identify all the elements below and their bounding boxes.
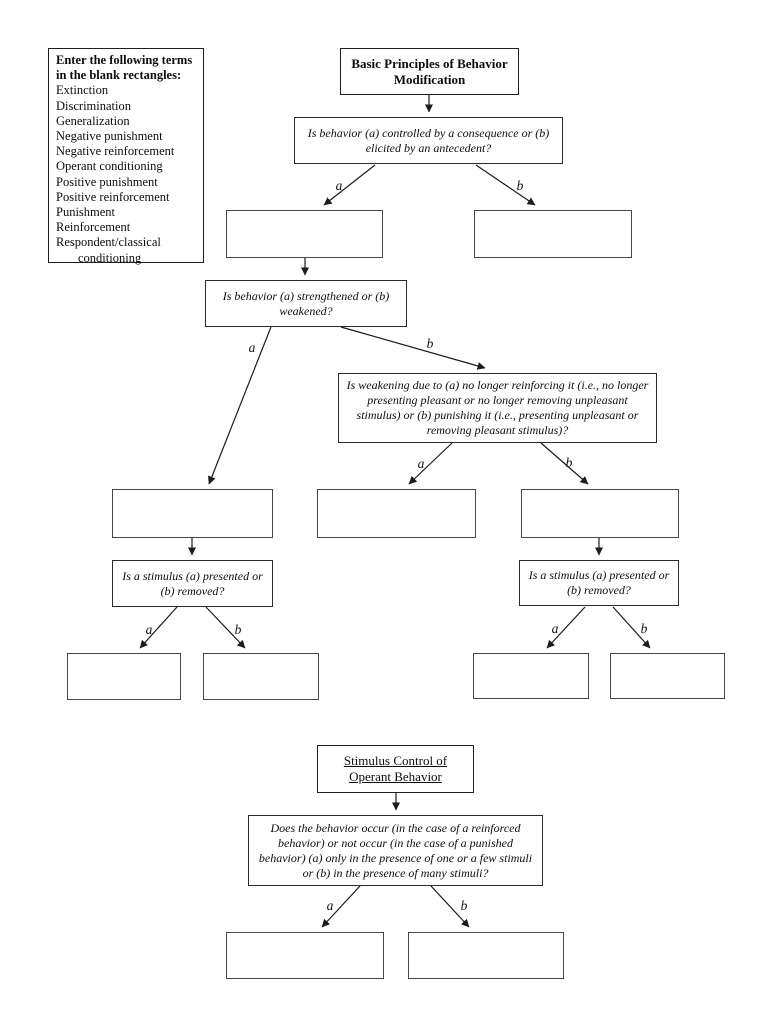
legend-box: Enter the following terms in the blank r… [48, 48, 204, 265]
arrow-q5-a [321, 885, 361, 928]
question-weakening-cause: Is weakening due to (a) no longer reinfo… [338, 373, 657, 443]
legend-term: Operant conditioning [56, 159, 163, 174]
branch-label-a: a [249, 340, 256, 355]
legend-term: Punishment [56, 205, 116, 220]
branch-label-b: b [427, 336, 434, 351]
legend-term: Respondent/classical conditioning [56, 235, 161, 265]
branch-label-a: a [336, 178, 343, 193]
blank-box-1 [226, 210, 383, 258]
branch-label-a: a [146, 622, 153, 637]
branch-label-b: b [566, 455, 573, 470]
legend-term: Positive punishment [56, 174, 158, 189]
flow1-title-line2: Modification [393, 71, 466, 87]
blank-box-9 [610, 653, 725, 699]
question-stimulus-left: Is a stimulus (a) presented or (b) remov… [112, 560, 273, 607]
arrow-q4r-b [612, 606, 651, 649]
arrow-q4l-b [205, 606, 246, 649]
branch-label-a: a [552, 621, 559, 636]
flow2-title-line1: Stimulus Control of [343, 753, 448, 768]
legend-term: Discrimination [56, 98, 131, 113]
flow1-title-box: Basic Principles of Behavior Modificatio… [340, 48, 519, 95]
blank-box-10 [226, 932, 384, 979]
blank-box-6 [67, 653, 181, 700]
blank-box-5 [521, 489, 679, 538]
flow1-title-line1: Basic Principles of Behavior [351, 55, 508, 71]
arrow-q1-a [323, 164, 376, 206]
question-consequence-or-antecedent: Is behavior (a) controlled by a conseque… [294, 117, 563, 164]
arrow-q1-b [475, 164, 536, 206]
blank-box-8 [473, 653, 589, 699]
legend-term: Extinction [56, 83, 109, 98]
branch-label-b: b [235, 622, 242, 637]
arrow-q2-a [208, 326, 272, 485]
question-stimulus-right: Is a stimulus (a) presented or (b) remov… [519, 560, 679, 606]
arrow-q5-b [430, 885, 470, 928]
legend-term: Negative reinforcement [56, 144, 175, 159]
legend-heading-line2: in the blank rectangles: [56, 68, 182, 83]
blank-box-3 [112, 489, 273, 538]
question-occurrence: Does the behavior occur (in the case of … [248, 815, 543, 886]
blank-box-7 [203, 653, 319, 700]
blank-box-11 [408, 932, 564, 979]
arrow-q3-a [408, 442, 453, 485]
legend-term: Generalization [56, 113, 130, 128]
arrow-q4r-a [546, 606, 586, 649]
arrow-q2-b [340, 326, 486, 370]
legend-term: Reinforcement [56, 220, 131, 235]
legend-term: Negative punishment [56, 129, 163, 144]
branch-label-a: a [418, 456, 425, 471]
branch-label-b: b [517, 178, 524, 193]
legend-term: Positive reinforcement [56, 189, 170, 204]
blank-box-2 [474, 210, 632, 258]
arrow-q4l-a [139, 606, 178, 649]
question-strengthened-or-weakened: Is behavior (a) strengthened or (b) weak… [205, 280, 407, 327]
legend-heading-line1: Enter the following terms [56, 53, 193, 67]
branch-label-a: a [327, 898, 334, 913]
flow2-title-box: Stimulus Control of Operant Behavior [317, 745, 474, 793]
arrow-q3-b [540, 442, 589, 485]
branch-label-b: b [461, 898, 468, 913]
flow2-title-line2: Operant Behavior [349, 769, 442, 784]
blank-box-4 [317, 489, 476, 538]
branch-label-b: b [641, 621, 648, 636]
